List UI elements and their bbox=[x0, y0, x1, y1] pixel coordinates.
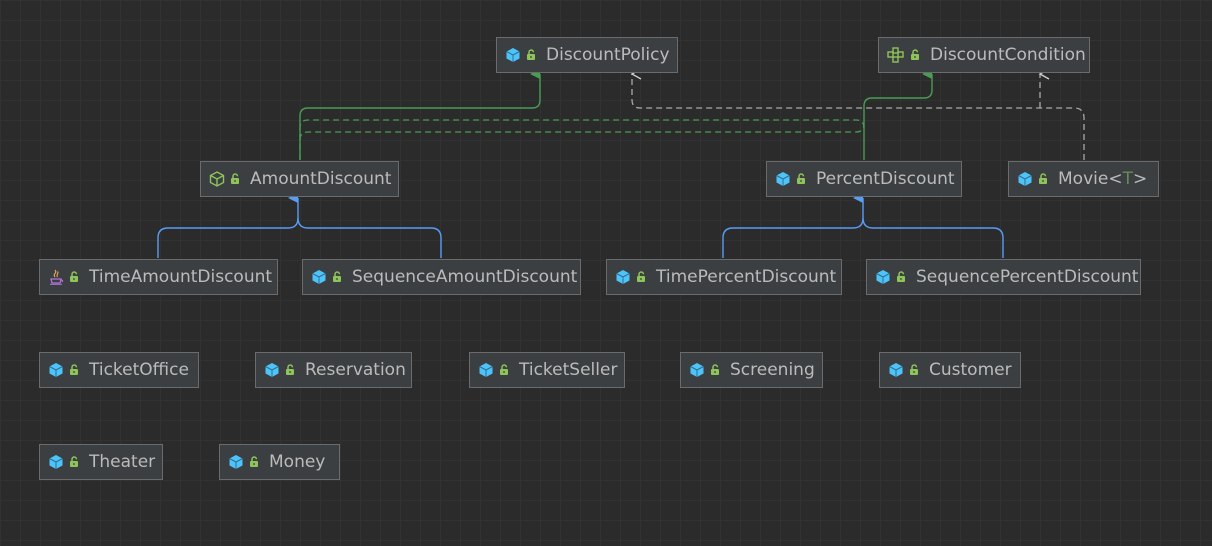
lock-open-icon bbox=[331, 271, 343, 283]
node-time-amount-discount[interactable]: TimeAmountDiscount bbox=[39, 259, 278, 295]
lock-open-icon bbox=[895, 271, 907, 283]
type-param: T bbox=[1122, 169, 1133, 189]
node-discount-policy[interactable]: DiscountPolicy bbox=[496, 37, 678, 73]
lock-open-icon bbox=[909, 49, 921, 61]
class-name: SequenceAmountDiscount bbox=[352, 267, 578, 287]
class-icon bbox=[228, 454, 244, 470]
lock-open-icon bbox=[1037, 173, 1049, 185]
edge-percent-discount-to-discount-condition bbox=[863, 69, 933, 160]
lock-open-icon bbox=[248, 456, 260, 468]
class-name: PercentDiscount bbox=[816, 169, 955, 189]
node-time-percent-discount[interactable]: TimePercentDiscount bbox=[606, 259, 842, 295]
class-name: TimePercentDiscount bbox=[656, 267, 837, 287]
class-icon bbox=[615, 269, 631, 285]
edge-sequence-amount-to-amount-discount bbox=[297, 217, 442, 258]
class-name: Screening bbox=[730, 360, 815, 380]
class-name: DiscountPolicy bbox=[546, 45, 670, 65]
lock-open-icon bbox=[795, 173, 807, 185]
node-theater[interactable]: Theater bbox=[39, 444, 163, 480]
class-icon bbox=[888, 362, 904, 378]
edge-amount-discount-dependency-upper bbox=[299, 119, 865, 160]
class-icon bbox=[478, 362, 494, 378]
abstract-class-icon bbox=[209, 171, 225, 187]
node-discount-condition[interactable]: DiscountCondition bbox=[878, 37, 1090, 73]
edge-sequence-percent-to-percent-discount bbox=[862, 217, 1004, 258]
node-screening[interactable]: Screening bbox=[680, 352, 823, 388]
lock-open-icon bbox=[68, 456, 80, 468]
node-movie[interactable]: Movie<T> bbox=[1008, 161, 1159, 197]
class-icon bbox=[48, 454, 64, 470]
class-icon bbox=[775, 171, 791, 187]
edge-time-percent-to-percent-discount bbox=[722, 193, 864, 258]
lock-open-icon bbox=[68, 271, 80, 283]
type-param-open: < bbox=[1108, 169, 1123, 189]
interface-icon bbox=[887, 47, 905, 63]
class-name: Movie bbox=[1058, 169, 1109, 189]
interface-name: DiscountCondition bbox=[930, 45, 1086, 65]
class-name: TicketSeller bbox=[519, 360, 618, 380]
edge-amount-discount-to-discount-policy bbox=[299, 69, 541, 160]
class-icon bbox=[48, 362, 64, 378]
class-icon bbox=[311, 269, 327, 285]
edge-movie-to-discount-policy bbox=[632, 74, 1085, 160]
node-customer[interactable]: Customer bbox=[879, 352, 1021, 388]
class-icon bbox=[264, 362, 280, 378]
class-icon bbox=[875, 269, 891, 285]
lock-open-icon bbox=[284, 364, 296, 376]
class-icon bbox=[505, 47, 521, 63]
class-icon bbox=[689, 362, 705, 378]
class-name: SequencePercentDiscount bbox=[916, 267, 1139, 287]
lock-open-icon bbox=[709, 364, 721, 376]
class-icon bbox=[1017, 171, 1033, 187]
node-ticket-seller[interactable]: TicketSeller bbox=[469, 352, 625, 388]
edge-amount-discount-dependency-lower bbox=[299, 123, 865, 141]
lock-open-icon bbox=[68, 364, 80, 376]
class-name: Money bbox=[269, 452, 326, 472]
lock-open-icon bbox=[498, 364, 510, 376]
node-amount-discount[interactable]: AmountDiscount bbox=[200, 161, 399, 197]
class-name: TicketOffice bbox=[89, 360, 189, 380]
class-name: Customer bbox=[929, 360, 1012, 380]
class-name: Theater bbox=[89, 452, 156, 472]
node-money[interactable]: Money bbox=[219, 444, 340, 480]
lock-open-icon bbox=[525, 49, 537, 61]
class-name: Reservation bbox=[305, 360, 406, 380]
node-reservation[interactable]: Reservation bbox=[255, 352, 412, 388]
edge-time-amount-to-amount-discount bbox=[157, 193, 299, 258]
class-name: TimeAmountDiscount bbox=[89, 267, 273, 287]
node-sequence-percent-discount[interactable]: SequencePercentDiscount bbox=[866, 259, 1141, 295]
class-name: AmountDiscount bbox=[250, 169, 392, 189]
type-param-close: > bbox=[1132, 169, 1148, 189]
node-percent-discount[interactable]: PercentDiscount bbox=[766, 161, 962, 197]
lock-open-icon bbox=[908, 364, 920, 376]
node-ticket-office[interactable]: TicketOffice bbox=[39, 352, 199, 388]
java-file-icon bbox=[48, 269, 64, 285]
node-sequence-amount-discount[interactable]: SequenceAmountDiscount bbox=[302, 259, 581, 295]
lock-open-icon bbox=[229, 173, 241, 185]
lock-open-icon bbox=[635, 271, 647, 283]
